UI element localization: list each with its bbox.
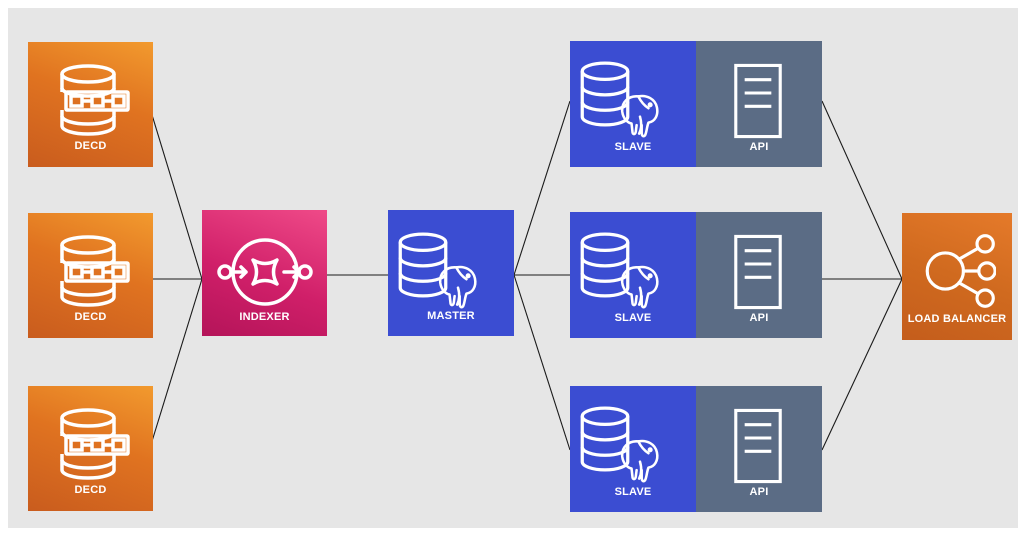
load-balancer-icon	[920, 233, 996, 309]
diagram-canvas: DECD DECD DECD INDEXER MASTER SLAVE API …	[8, 8, 1018, 528]
document-icon	[734, 234, 782, 310]
slave-label: SLAVE	[614, 312, 652, 324]
postgres-elephant-icon	[618, 262, 662, 310]
event-stream-icon	[216, 237, 314, 307]
decd-label: DECD	[74, 140, 107, 152]
api-node-3: API	[696, 386, 822, 512]
slave-label: SLAVE	[614, 486, 652, 498]
slave-node-1: SLAVE	[570, 41, 696, 167]
api-node-2: API	[696, 212, 822, 338]
blockchain-database-icon	[52, 64, 132, 144]
decd-node-3: DECD	[28, 386, 153, 511]
document-icon	[734, 63, 782, 139]
api-label: API	[749, 312, 769, 324]
decd-node-2: DECD	[28, 213, 153, 338]
blockchain-database-icon	[52, 408, 132, 488]
connector-api1-lb	[821, 100, 903, 280]
decd-label: DECD	[74, 484, 107, 496]
connector-master-slave1	[513, 100, 571, 276]
postgres-elephant-icon	[618, 436, 662, 484]
postgres-elephant-icon	[618, 91, 662, 139]
postgres-elephant-icon	[436, 262, 480, 310]
slave-node-3: SLAVE	[570, 386, 696, 512]
decd-node-1: DECD	[28, 42, 153, 167]
slave-label: SLAVE	[614, 141, 652, 153]
api-node-1: API	[696, 41, 822, 167]
connector-decd3-indexer	[148, 278, 203, 452]
connector-master-slave3	[513, 274, 571, 451]
master-label: MASTER	[427, 310, 475, 322]
load-balancer-node: LOAD BALANCER	[902, 213, 1012, 340]
document-icon	[734, 408, 782, 484]
api-label: API	[749, 486, 769, 498]
slave-node-2: SLAVE	[570, 212, 696, 338]
decd-label: DECD	[74, 311, 107, 323]
blockchain-database-icon	[52, 235, 132, 315]
load-balancer-label: LOAD BALANCER	[907, 313, 1007, 325]
connector-api3-lb	[821, 278, 903, 451]
connector-lines	[148, 100, 903, 452]
connector-decd1-indexer	[148, 104, 203, 280]
indexer-node: INDEXER	[202, 210, 327, 336]
indexer-label: INDEXER	[239, 311, 290, 323]
master-node: MASTER	[388, 210, 514, 336]
api-label: API	[749, 141, 769, 153]
